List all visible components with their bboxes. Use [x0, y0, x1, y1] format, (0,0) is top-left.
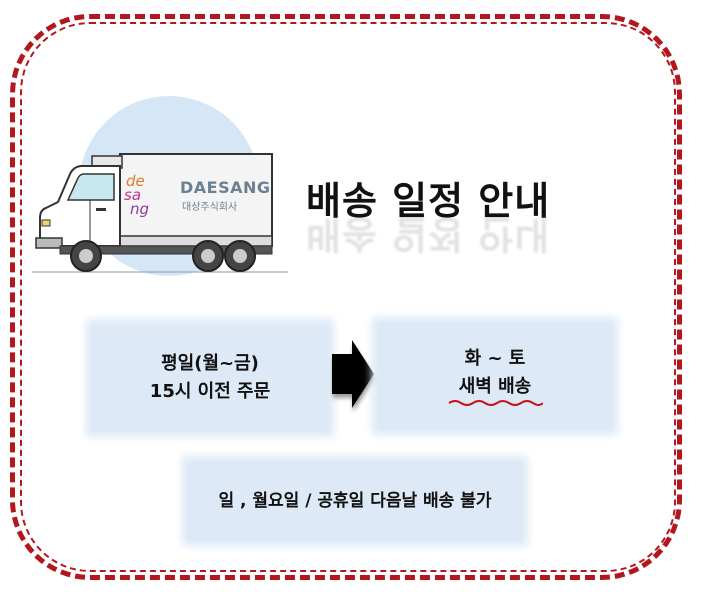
- order-cutoff-time: 15시 이전 주문: [149, 381, 271, 402]
- delivery-schedule-box: 화 ~ 토 새벽 배송: [378, 323, 612, 429]
- delivery-type: 새벽 배송: [458, 376, 532, 397]
- arrow-right-icon: [332, 340, 374, 408]
- daesang-logo: de sa ng: [124, 172, 149, 218]
- wavy-underline: [448, 400, 543, 406]
- delivery-days: 화 ~ 토: [464, 348, 526, 369]
- no-delivery-notice: 일 , 월요일 / 공휴일 다음날 배송 불가: [218, 491, 492, 511]
- svg-text:sa: sa: [124, 186, 141, 204]
- truck-icon: de sa ng: [32, 153, 288, 273]
- order-days: 평일(월~금): [161, 353, 259, 374]
- page-title-reflection: 배송 일정 안내: [306, 212, 551, 256]
- outer-dashed-border: [10, 14, 682, 580]
- no-delivery-notice-box: 일 , 월요일 / 공휴일 다음날 배송 불가: [188, 462, 522, 540]
- inner-dashed-border: [20, 22, 676, 572]
- svg-text:ng: ng: [130, 200, 149, 218]
- brand-name: DAESANG: [180, 178, 271, 197]
- order-cutoff-box: 평일(월~금) 15시 이전 주문: [92, 325, 328, 431]
- brand-subname: 대상주식회사: [182, 202, 238, 213]
- truck-illustration: de sa ng DAESANG 대상주식회사: [30, 96, 290, 282]
- svg-text:de: de: [126, 172, 145, 190]
- page-title: 배송 일정 안내: [306, 179, 551, 223]
